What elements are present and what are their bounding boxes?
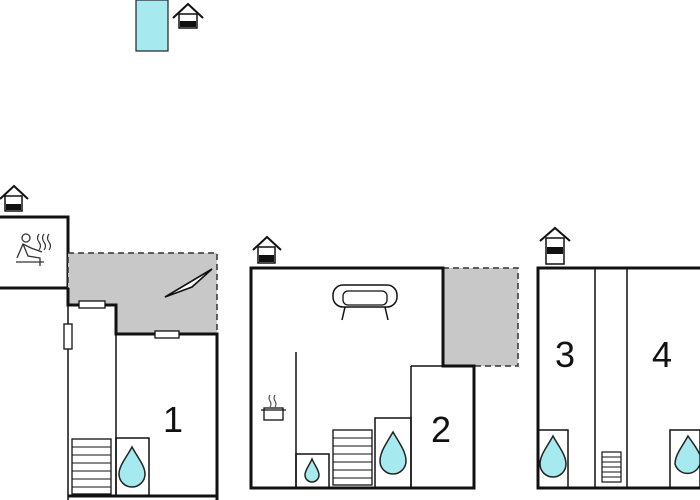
room-1-label: 1 xyxy=(163,399,183,440)
water-drop-icon xyxy=(674,434,700,475)
cooking-pot-icon xyxy=(261,394,286,421)
terrace xyxy=(442,267,519,367)
house-icon xyxy=(172,2,204,29)
stairs-icon xyxy=(71,438,112,495)
window xyxy=(78,300,106,309)
stairs-icon xyxy=(601,451,622,483)
room-2-label: 2 xyxy=(431,409,451,450)
stairs-icon xyxy=(332,429,373,486)
pool-icon xyxy=(135,0,169,52)
house-icon xyxy=(252,235,282,264)
water-drop-icon xyxy=(379,430,407,475)
water-drop-icon xyxy=(118,445,146,488)
room-3-label: 3 xyxy=(555,334,575,375)
window xyxy=(154,330,180,339)
house-icon xyxy=(539,226,571,265)
sauna-icon xyxy=(16,233,52,266)
water-drop-icon xyxy=(539,434,567,478)
sun-lounger-icon xyxy=(164,268,213,298)
house-icon xyxy=(0,184,29,212)
terrace xyxy=(67,252,218,335)
room-4-label: 4 xyxy=(652,334,672,375)
water-drop-icon xyxy=(304,457,320,483)
window xyxy=(63,323,73,350)
sofa-icon xyxy=(332,284,398,321)
